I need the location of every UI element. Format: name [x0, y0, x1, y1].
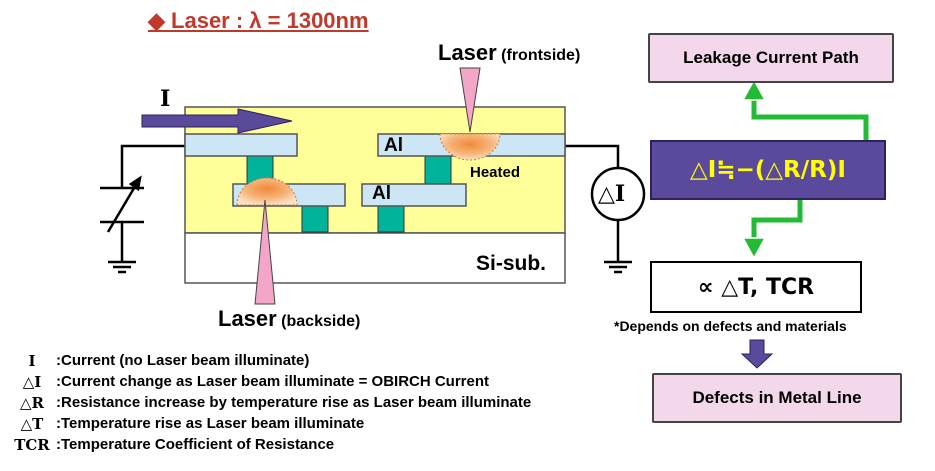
legend-row: I :Current (no Laser beam illuminate): [8, 350, 531, 371]
legend-symbol: I: [28, 351, 36, 370]
via: [424, 155, 452, 185]
legend-row: △R :Resistance increase by temperature ri…: [8, 392, 531, 413]
laser-front-word: Laser: [438, 40, 497, 65]
legend-text: :Temperature Coefficient of Resistance: [56, 436, 335, 453]
proportional-box: ∝ △T, TCR: [650, 261, 862, 313]
ground-icon: [108, 260, 136, 274]
legend-text: :Current (no Laser beam illuminate): [56, 352, 310, 369]
legend-text: :Current change as Laser beam illuminate…: [56, 373, 490, 390]
laser-back-label: Laser (backside): [218, 306, 360, 332]
legend-text: :Temperature rise as Laser beam illumina…: [56, 415, 365, 432]
via: [301, 204, 329, 233]
ground-icon: [604, 260, 632, 274]
depends-note: *Depends on defects and materials: [614, 318, 847, 334]
legend-symbol: △R: [19, 393, 44, 412]
legend-symbol: △T: [20, 414, 44, 433]
via: [377, 204, 405, 233]
leakage-current-path-box: Leakage Current Path: [648, 33, 894, 83]
ammeter-icon: [590, 166, 646, 222]
al-top-label: Al: [384, 135, 403, 156]
laser-back-side: (backside): [281, 313, 361, 330]
legend-symbol: △I: [22, 372, 42, 391]
legend: I :Current (no Laser beam illuminate) △I:…: [8, 350, 531, 455]
delta-i-label: △I: [598, 181, 626, 207]
variable-resistor-icon: [100, 175, 144, 233]
heat-spot: [439, 133, 501, 161]
flow-arrow-up: [741, 78, 871, 143]
current-label: I: [160, 86, 171, 112]
al-bottom-label: Al: [372, 183, 391, 204]
current-arrow: [141, 108, 293, 134]
legend-text: :Resistance increase by temperature rise…: [56, 394, 532, 411]
flow-arrow-purple: [740, 339, 774, 369]
legend-row: △I :Current change as Laser beam illumina…: [8, 371, 531, 392]
formula-box: △I≒−(△R/R)I: [650, 140, 886, 200]
laser-back-word: Laser: [218, 306, 277, 331]
circuit-wires: [120, 144, 620, 262]
legend-symbol: TCR: [14, 435, 50, 454]
heated-label: Heated: [470, 164, 521, 181]
page-title: ◆ Laser : λ = 1300nm: [148, 8, 369, 33]
laser-beam-back: [254, 199, 276, 305]
si-substrate: [184, 232, 566, 284]
laser-front-label: Laser (frontside): [438, 40, 580, 66]
legend-row: △T :Temperature rise as Laser beam illumi…: [8, 413, 531, 434]
legend-row: TCR :Temperature Coefficient of Resistanc…: [8, 434, 531, 455]
flow-arrow-down: [741, 200, 805, 260]
laser-beam-front: [459, 67, 481, 133]
defects-box: Defects in Metal Line: [652, 373, 902, 423]
heat-spot: [236, 177, 298, 206]
metal-line: [361, 183, 467, 207]
laser-front-side: (frontside): [501, 47, 581, 64]
si-sub-label: Si-sub.: [476, 252, 547, 275]
metal-line: [184, 133, 298, 157]
